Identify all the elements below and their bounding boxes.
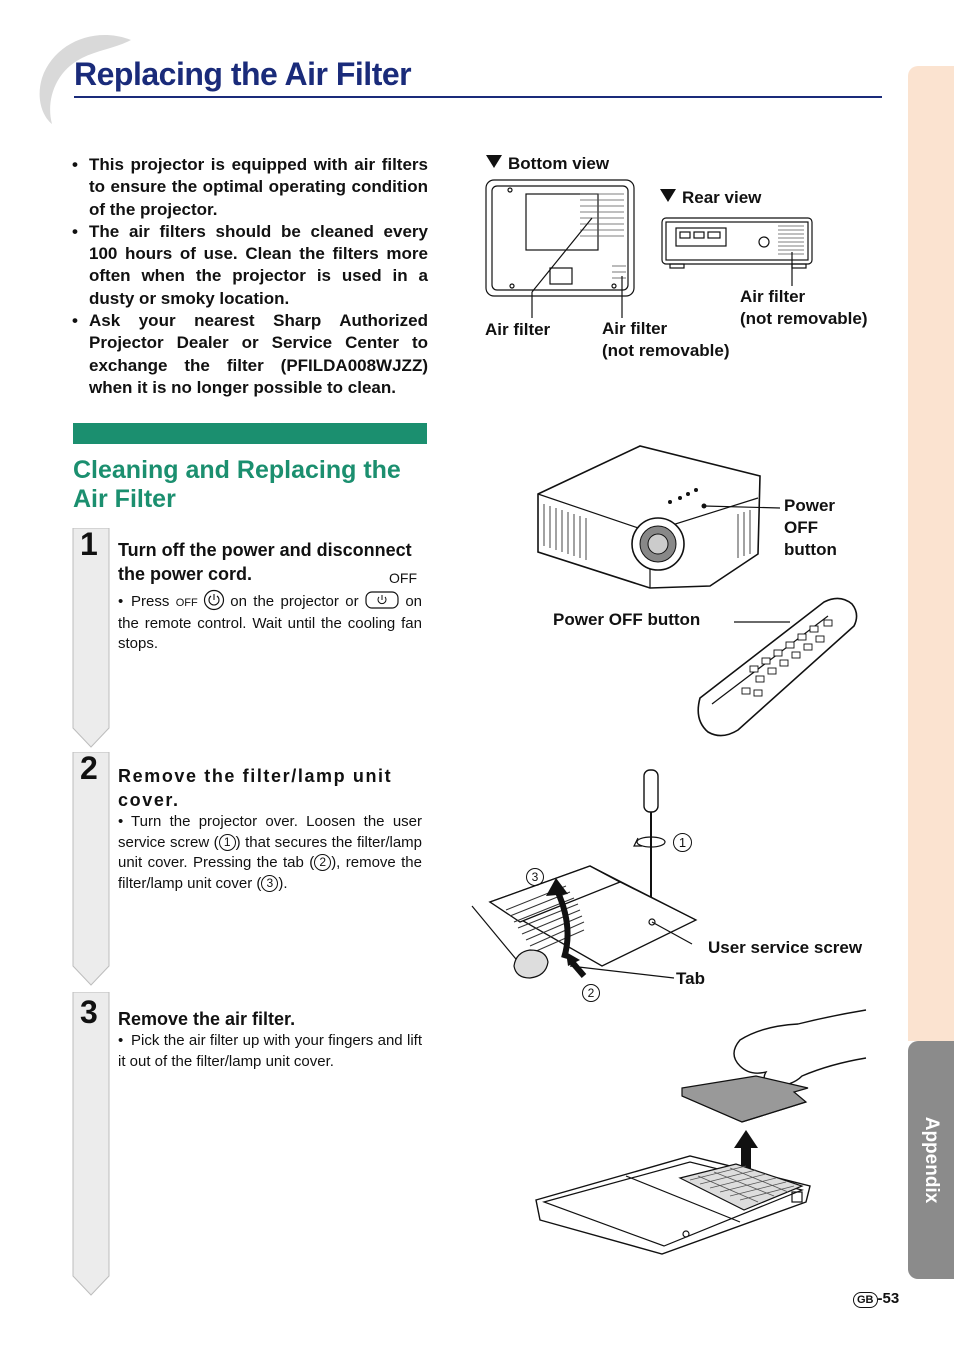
step-number: 1	[80, 526, 98, 562]
remote-power-icon	[365, 591, 399, 609]
triangle-icon	[660, 189, 676, 202]
remote-power-off-label: Power OFF button	[553, 610, 701, 629]
step-heading: Turn off the power and disconnect the po…	[118, 540, 412, 584]
remote-control-illustration	[697, 597, 858, 737]
side-tab-background	[908, 66, 954, 1041]
intro-bullet: This projector is equipped with air filt…	[72, 154, 428, 221]
air-filter-not-removable-label: Air filter(not removable)	[602, 319, 730, 360]
step-heading: Remove the filter/lamp unit cover.	[118, 766, 393, 810]
page-number: GB-53	[853, 1290, 899, 1308]
off-power-icon: OFF	[176, 589, 231, 611]
filter-removal-illustration	[535, 1009, 867, 1255]
step-3-bar	[72, 992, 110, 1296]
callout-3-badge: 3	[526, 868, 544, 886]
triangle-icon	[486, 155, 502, 168]
callout-1-icon: 1	[218, 833, 236, 851]
air-filter-label: Air filter	[485, 320, 551, 339]
step-number: 3	[80, 994, 98, 1030]
step-body: •Press OFF on the projector or on the re…	[118, 589, 422, 655]
appendix-tab-label: Appendix	[921, 1116, 942, 1204]
rear-air-filter-label: Air filter(not removable)	[740, 287, 868, 328]
step-body: •Turn the projector over. Loosen the use…	[118, 813, 423, 892]
callout-3-icon: 3	[261, 874, 279, 892]
bottom-rear-view-illustration	[485, 179, 813, 318]
section-bar	[73, 423, 427, 444]
rear-view-label: Rear view	[660, 187, 761, 209]
header-swoosh-decoration	[39, 34, 131, 124]
gb-badge: GB	[853, 1292, 878, 1308]
step-body: •Pick the air filter up with your finger…	[118, 1032, 422, 1070]
callout-2-badge: 2	[582, 984, 600, 1002]
intro-bullets: This projector is equipped with air filt…	[72, 154, 428, 399]
step-2-bar	[72, 752, 110, 986]
step-heading: Remove the air filter.	[118, 1009, 296, 1029]
callout-2-icon: 2	[314, 854, 332, 871]
intro-bullet: Ask your nearest Sharp Authorized Projec…	[72, 310, 428, 399]
callout-1-badge: 1	[673, 833, 692, 852]
off-label: OFF	[389, 570, 417, 586]
appendix-tab[interactable]	[908, 1041, 954, 1279]
section-title: Cleaning and Replacing the Air Filter	[73, 456, 401, 513]
user-service-screw-label: User service screw	[708, 938, 863, 957]
cover-removal-illustration	[471, 769, 698, 979]
step-number: 2	[80, 750, 98, 786]
page-title: Replacing the Air Filter	[74, 56, 412, 92]
step-1-bar	[72, 528, 110, 748]
projector-illustration	[537, 445, 780, 589]
tab-label: Tab	[676, 969, 705, 988]
bottom-view-label: Bottom view	[486, 153, 609, 175]
intro-bullet: The air filters should be cleaned every …	[72, 221, 428, 310]
title-rule	[74, 96, 882, 98]
